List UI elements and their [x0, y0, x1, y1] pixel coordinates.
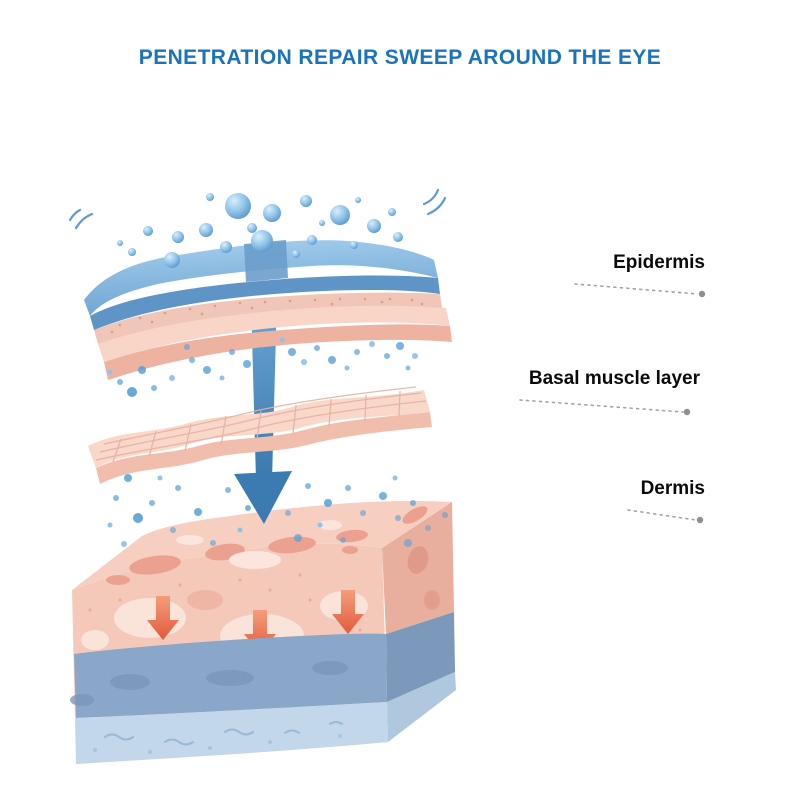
leader-line-basal: [519, 399, 684, 413]
label-epidermis: Epidermis: [613, 252, 705, 273]
leader-line-epidermis: [574, 283, 699, 295]
moisture-bubbles: [117, 193, 403, 268]
particle-dots-mid: [107, 337, 418, 397]
label-basal-muscle-layer: Basal muscle layer: [528, 368, 700, 389]
leader-lines: [519, 283, 699, 521]
basal-layer-sheet: [88, 386, 432, 484]
dermis-block: [70, 500, 456, 764]
motion-marks-icon: [68, 188, 447, 230]
page-title: PENETRATION REPAIR SWEEP AROUND THE EYE: [138, 46, 662, 69]
leader-end-dots: [683, 290, 706, 524]
leader-line-dermis: [627, 509, 697, 521]
label-dermis: Dermis: [640, 478, 705, 499]
